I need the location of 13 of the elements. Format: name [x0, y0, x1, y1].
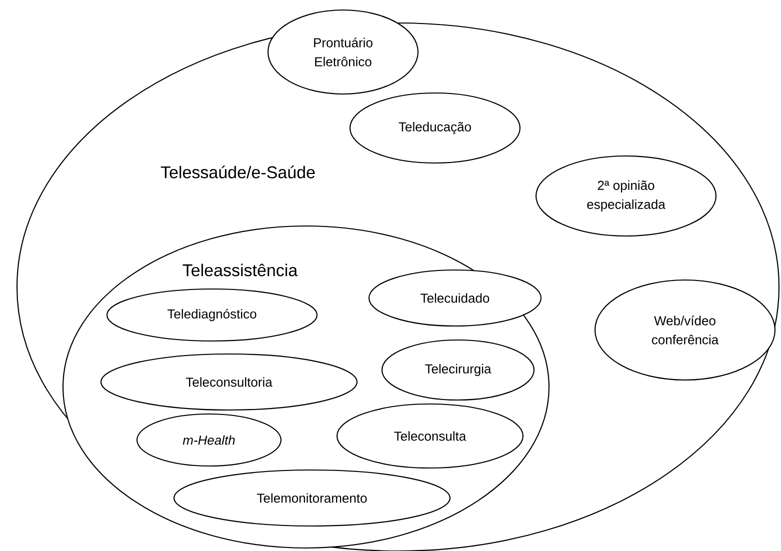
ellipse-label: Telecirurgia [381, 339, 535, 401]
ellipse-label: Prontuário Eletrônico [267, 9, 419, 95]
ellipse-label: m-Health [136, 413, 282, 467]
ellipse-label: Telecuidado [368, 269, 542, 327]
heading: Telessaúde/e-Saúde [160, 166, 315, 178]
heading: Teleassistência [182, 264, 298, 276]
ellipse-label: Web/vídeo conferência [594, 279, 776, 381]
ellipse-label: Telemonitoramento [173, 469, 451, 527]
ellipse-label: Telediagnóstico [106, 288, 318, 342]
ellipse-label: 2ª opinião especializada [535, 155, 717, 237]
ellipse-label: Teleducação [349, 92, 521, 164]
ellipse-label: Teleconsultoria [100, 353, 358, 411]
ellipse-label: Teleconsulta [336, 403, 524, 469]
